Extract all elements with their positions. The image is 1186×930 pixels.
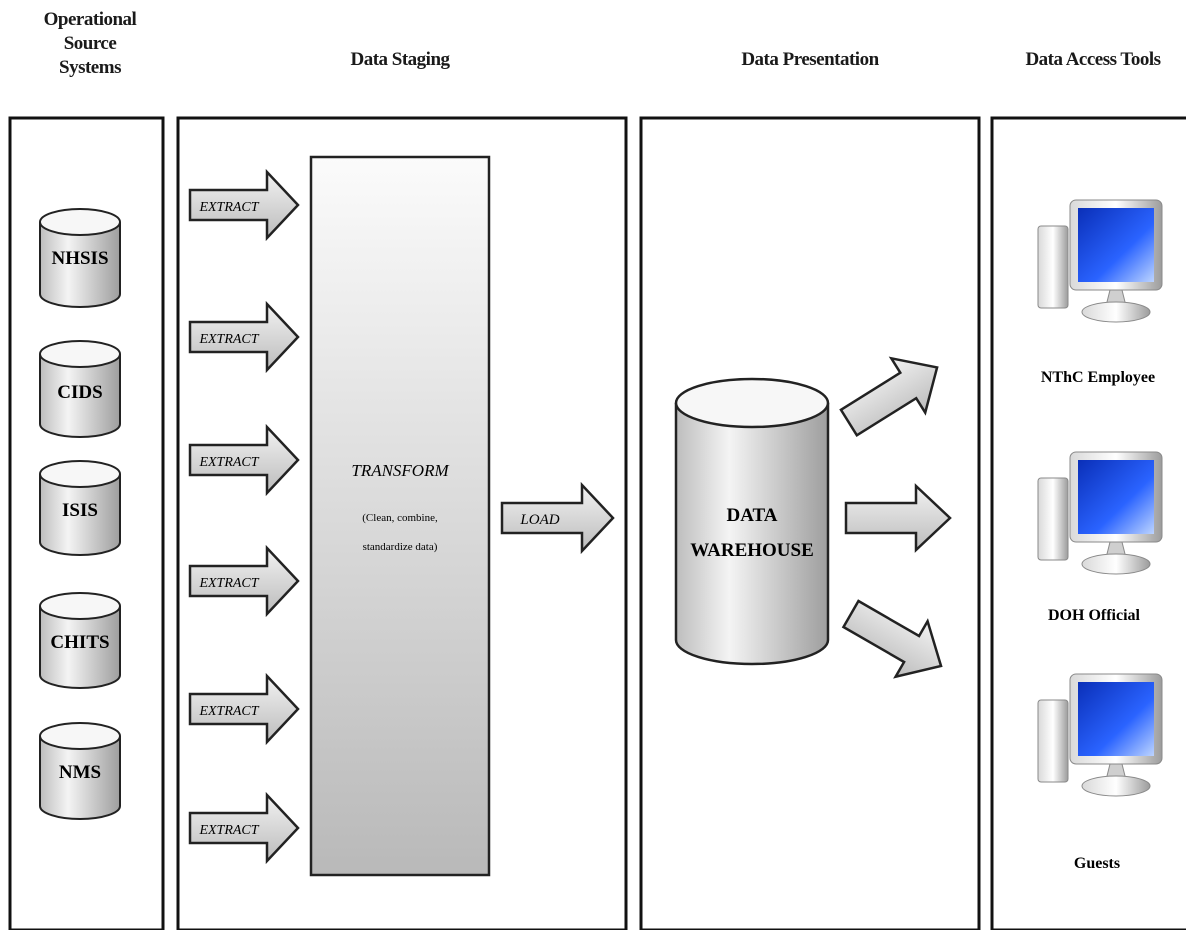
warehouse-label-line1: DATA xyxy=(726,505,777,526)
load-label: LOAD xyxy=(519,512,559,528)
header-data-presentation: Data Presentation xyxy=(741,49,879,70)
user-label-guests: Guests xyxy=(1074,855,1120,872)
output-arrow-right xyxy=(844,483,952,553)
extract-label: EXTRACT xyxy=(198,200,259,215)
source-label: NMS xyxy=(59,762,101,783)
source-label: ISIS xyxy=(62,500,98,521)
extract-arrow: EXTRACT xyxy=(188,423,300,497)
source-label: NHSIS xyxy=(51,248,108,269)
output-arrow-up xyxy=(839,356,939,437)
extract-arrow: EXTRACT xyxy=(188,544,300,618)
user-label-nthc-employee: NThC Employee xyxy=(1041,369,1155,386)
transform-detail-line2: standardize data) xyxy=(363,541,438,553)
extract-label: EXTRACT xyxy=(198,332,259,347)
extract-label: EXTRACT xyxy=(198,704,259,719)
header-data-staging: Data Staging xyxy=(350,49,450,70)
source-cylinder-cids: CIDS xyxy=(39,340,121,438)
header-data-access-tools: Data Access Tools xyxy=(1025,49,1161,70)
header-operational-source-systems: Operational Source Systems xyxy=(20,8,160,79)
extract-arrow: EXTRACT xyxy=(188,168,300,242)
extract-arrow: EXTRACT xyxy=(188,300,300,374)
extract-label: EXTRACT xyxy=(198,455,259,470)
extract-label: EXTRACT xyxy=(198,823,259,838)
transform-box: TRANSFORM (Clean, combine, standardize d… xyxy=(309,155,491,877)
extract-arrow: EXTRACT xyxy=(188,672,300,746)
transform-detail-line1: (Clean, combine, xyxy=(362,512,438,524)
extract-arrow: EXTRACT xyxy=(188,791,300,865)
computer-icon xyxy=(1037,673,1163,797)
user-label-doh-official: DOH Official xyxy=(1048,607,1141,624)
source-cylinder-chits: CHITS xyxy=(39,592,121,689)
computer-icon xyxy=(1037,199,1163,323)
source-cylinder-isis: ISIS xyxy=(39,460,121,556)
header-line: Operational Source Systems xyxy=(43,9,137,78)
source-label: CIDS xyxy=(57,382,102,403)
computer-icon xyxy=(1037,451,1163,575)
source-cylinder-nhsis: NHSIS xyxy=(39,208,121,308)
extract-label: EXTRACT xyxy=(198,576,259,591)
load-arrow: LOAD xyxy=(500,481,615,555)
warehouse-label-line2: WAREHOUSE xyxy=(690,540,814,561)
source-cylinder-nms: NMS xyxy=(39,722,121,820)
transform-title: TRANSFORM xyxy=(351,461,449,480)
output-arrow-down xyxy=(841,599,943,679)
data-warehouse-cylinder: DATA WAREHOUSE xyxy=(674,377,830,666)
source-label: CHITS xyxy=(50,632,109,653)
